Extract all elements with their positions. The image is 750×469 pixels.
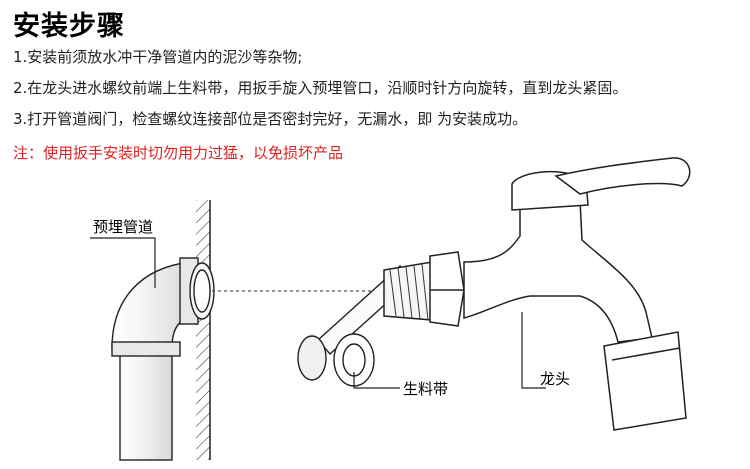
faucet-leader: 龙头 — [521, 312, 570, 389]
embedded-pipe — [111, 257, 215, 461]
tape-label: 生料带 — [403, 380, 448, 398]
step-2: 2.在龙头进水螺纹前端上生料带，用扳手旋入预埋管口，沿顺时针方向旋转，直到龙头紧… — [13, 79, 628, 97]
faucet-label: 龙头 — [540, 370, 570, 388]
steps-list: 1.安装前须放水冲干净管道内的泥沙等杂物; 2.在龙头进水螺纹前端上生料带，用扳… — [13, 48, 743, 141]
wall — [196, 200, 211, 460]
faucet — [383, 157, 691, 431]
tape-leader: 生料带 — [353, 372, 448, 398]
pipe-label: 预埋管道 — [93, 218, 153, 236]
warning-note: 注：使用扳手安装时切勿用力过猛，以免损坏产品 — [13, 144, 344, 162]
step-1: 1.安装前须放水冲干净管道内的泥沙等杂物; — [13, 48, 303, 66]
step-3: 3.打开管道阀门，检查螺纹连接部位是否密封完好，无漏水，即 为安装成功。 — [13, 110, 528, 128]
page-title: 安装步骤 — [13, 11, 125, 42]
pipe-leader: 预埋管道 — [90, 218, 156, 288]
